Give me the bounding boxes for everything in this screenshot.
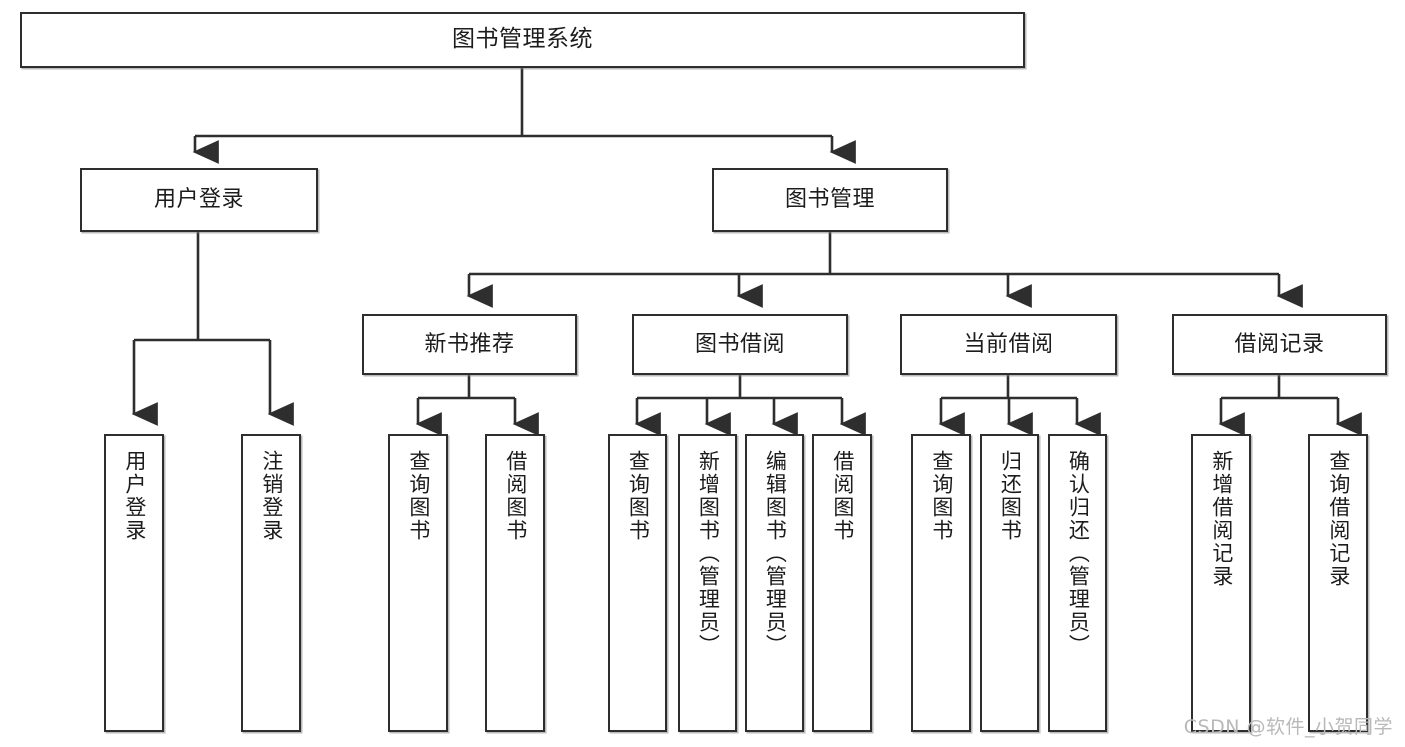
csdn-watermark: CSDN @软件_小贺同学	[1183, 716, 1393, 738]
leaf-borrow-add-book-admin[interactable]: 新增图书（管理员）	[678, 434, 737, 732]
node-new-book-recommend[interactable]: 新书推荐	[362, 314, 577, 375]
node-label: 借阅记录	[1234, 331, 1325, 357]
node-label: 归还图书	[998, 450, 1023, 542]
node-label: 查询图书	[929, 450, 954, 542]
node-book-borrow[interactable]: 图书借阅	[632, 314, 848, 375]
node-label: 借阅图书	[830, 450, 855, 542]
node-label: 图书管理系统	[452, 26, 593, 53]
node-label: 新书推荐	[424, 331, 515, 357]
leaf-borrow-query-book[interactable]: 查询图书	[608, 434, 667, 732]
leaf-user-login-logout[interactable]: 注销登录	[241, 434, 301, 732]
leaf-borrow-borrow-book[interactable]: 借阅图书	[812, 434, 872, 732]
node-label: 借阅图书	[503, 450, 528, 542]
node-label: 查询图书	[626, 450, 651, 542]
node-label: 用户登录	[122, 450, 147, 542]
leaf-current-query-book[interactable]: 查询图书	[911, 434, 971, 732]
node-label: 确认归还（管理员）	[1066, 450, 1091, 657]
node-label: 新增借阅记录	[1209, 450, 1234, 588]
node-borrow-record[interactable]: 借阅记录	[1172, 314, 1387, 375]
node-current-borrow[interactable]: 当前借阅	[900, 314, 1117, 375]
node-root-system[interactable]: 图书管理系统	[20, 12, 1025, 68]
leaf-borrow-edit-book-admin[interactable]: 编辑图书（管理员）	[745, 434, 804, 732]
node-label: 注销登录	[259, 450, 284, 542]
node-label: 查询图书	[406, 450, 431, 542]
leaf-record-add-record[interactable]: 新增借阅记录	[1191, 434, 1251, 732]
leaf-current-return-book[interactable]: 归还图书	[980, 434, 1039, 732]
node-user-login[interactable]: 用户登录	[80, 168, 318, 232]
node-label: 图书借阅	[694, 331, 785, 357]
leaf-record-query-record[interactable]: 查询借阅记录	[1308, 434, 1368, 732]
leaf-current-confirm-return-admin[interactable]: 确认归还（管理员）	[1048, 434, 1107, 732]
node-label: 用户登录	[153, 187, 244, 213]
leaf-user-login-login[interactable]: 用户登录	[104, 434, 164, 732]
leaf-recommend-borrow-book[interactable]: 借阅图书	[485, 434, 545, 732]
node-label: 查询借阅记录	[1326, 450, 1351, 588]
node-label: 编辑图书（管理员）	[763, 450, 788, 657]
node-book-management[interactable]: 图书管理	[712, 168, 948, 232]
leaf-recommend-query-book[interactable]: 查询图书	[388, 434, 448, 732]
node-label: 新增图书（管理员）	[696, 450, 721, 657]
node-label: 图书管理	[784, 187, 875, 213]
node-label: 当前借阅	[963, 331, 1054, 357]
